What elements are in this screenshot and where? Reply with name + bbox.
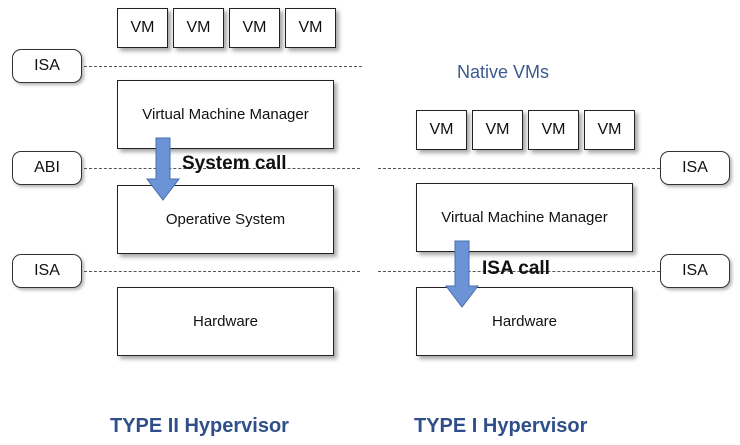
type1-isa-label-upper: ISA bbox=[660, 151, 730, 185]
type2-abi-label: ABI bbox=[12, 151, 82, 185]
type2-hypervisor-caption: TYPE II Hypervisor bbox=[110, 415, 289, 437]
system-call-label: System call bbox=[182, 153, 287, 174]
system-call-arrow-icon bbox=[146, 137, 180, 201]
type1-vm-4: VM bbox=[584, 110, 635, 150]
type2-isa-label-top: ISA bbox=[12, 49, 82, 83]
type2-vm-3: VM bbox=[229, 8, 280, 48]
type1-virtual-machine-manager: Virtual Machine Manager bbox=[416, 183, 633, 252]
type1-isa-label-lower: ISA bbox=[660, 254, 730, 288]
native-vms-label: Native VMs bbox=[457, 62, 550, 82]
type2-operative-system: Operative System bbox=[117, 185, 334, 254]
type2-vm-1: VM bbox=[117, 8, 168, 48]
type2-hardware: Hardware bbox=[117, 287, 334, 356]
type1-vm-3: VM bbox=[528, 110, 579, 150]
type2-isa-label-bottom: ISA bbox=[12, 254, 82, 288]
isa-call-arrow-icon bbox=[445, 240, 479, 308]
type1-vm-2: VM bbox=[472, 110, 523, 150]
type2-vm-4: VM bbox=[285, 8, 336, 48]
type1-vm-1: VM bbox=[416, 110, 467, 150]
abi-boundary-line bbox=[84, 168, 360, 169]
type2-virtual-machine-manager: Virtual Machine Manager bbox=[117, 80, 334, 149]
isa-boundary-line-right-upper bbox=[378, 168, 660, 169]
type1-hypervisor-caption: TYPE I Hypervisor bbox=[414, 415, 588, 437]
isa-boundary-line-top bbox=[84, 66, 362, 67]
type1-hardware: Hardware bbox=[416, 287, 633, 356]
isa-call-label: ISA call bbox=[482, 258, 550, 279]
isa-boundary-line-left-lower bbox=[84, 271, 360, 272]
isa-boundary-line-right-lower bbox=[378, 271, 660, 272]
type2-vm-2: VM bbox=[173, 8, 224, 48]
